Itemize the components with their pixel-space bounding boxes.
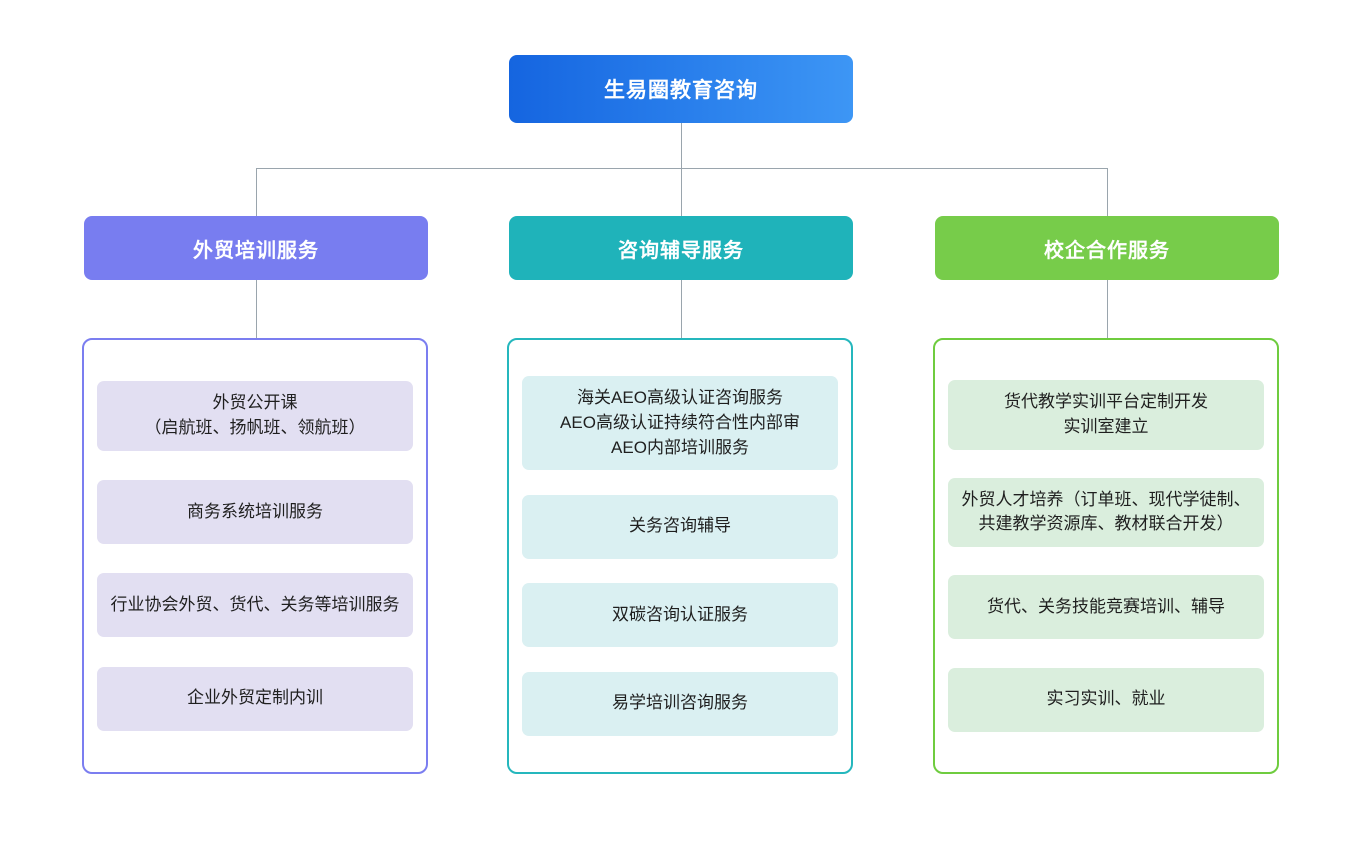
item-card[interactable]: 外贸人才培养（订单班、现代学徒制、共建教学资源库、教材联合开发） [948, 477, 1264, 548]
category-header-1[interactable]: 咨询辅导服务 [509, 216, 853, 280]
item-card-label: 企业外贸定制内训 [187, 688, 323, 708]
item-card-label: 关务咨询辅导 [629, 516, 731, 536]
root-node[interactable]: 生易圈教育咨询 [509, 55, 853, 123]
item-card-label: 货代、关务技能竞赛培训、辅导 [987, 597, 1225, 617]
item-card-label: 实习实训、就业 [1046, 689, 1166, 709]
item-card[interactable]: 外贸公开课 （启航班、扬帆班、领航班） [97, 381, 413, 451]
root-node-label: 生易圈教育咨询 [604, 79, 758, 102]
item-card[interactable]: 关务咨询辅导 [522, 494, 838, 559]
item-card-label: 行业协会外贸、货代、关务等培训服务 [110, 594, 400, 614]
item-card[interactable]: 货代教学实训平台定制开发 实训室建立 [948, 380, 1264, 450]
item-card-label: 外贸人才培养（订单班、现代学徒制、共建教学资源库、教材联合开发） [961, 489, 1251, 534]
item-card[interactable]: 双碳咨询认证服务 [522, 583, 838, 648]
connector-col1-header-to-items [681, 280, 682, 338]
connector-col2-header-to-items [1107, 280, 1108, 338]
category-header-0[interactable]: 外贸培训服务 [84, 216, 428, 280]
item-card[interactable]: 企业外贸定制内训 [97, 666, 413, 731]
category-header-0-label: 外贸培训服务 [193, 239, 319, 262]
category-header-2[interactable]: 校企合作服务 [935, 216, 1279, 280]
connector-col0-header-to-items [256, 280, 257, 338]
connector-root-down [681, 123, 682, 168]
item-container-2: 货代教学实训平台定制开发 实训室建立 外贸人才培养（订单班、现代学徒制、共建教学… [933, 338, 1279, 774]
item-card-label: 货代教学实训平台定制开发 实训室建立 [1004, 392, 1208, 436]
connector-bus-to-col0 [256, 168, 257, 216]
connector-bus-to-col2 [1107, 168, 1108, 216]
item-container-0: 外贸公开课 （启航班、扬帆班、领航班） 商务系统培训服务 行业协会外贸、货代、关… [82, 338, 428, 774]
item-container-1: 海关AEO高级认证咨询服务 AEO高级认证持续符合性内部审 AEO内部培训服务 … [507, 338, 853, 774]
item-card-label: 双碳咨询认证服务 [612, 604, 748, 624]
item-card[interactable]: 行业协会外贸、货代、关务等培训服务 [97, 573, 413, 638]
item-card[interactable]: 货代、关务技能竞赛培训、辅导 [948, 575, 1264, 640]
connector-bus-to-col1 [681, 168, 682, 216]
item-card[interactable]: 海关AEO高级认证咨询服务 AEO高级认证持续符合性内部审 AEO内部培训服务 [522, 376, 838, 471]
item-card-label: 商务系统培训服务 [187, 501, 323, 521]
category-header-2-label: 校企合作服务 [1044, 239, 1170, 262]
item-card[interactable]: 商务系统培训服务 [97, 479, 413, 544]
item-card[interactable]: 易学培训咨询服务 [522, 671, 838, 736]
item-card-label: 海关AEO高级认证咨询服务 AEO高级认证持续符合性内部审 AEO内部培训服务 [560, 388, 800, 457]
item-card-label: 外贸公开课 （启航班、扬帆班、领航班） [144, 393, 366, 437]
item-card-label: 易学培训咨询服务 [612, 693, 748, 713]
item-card[interactable]: 实习实训、就业 [948, 667, 1264, 732]
category-header-1-label: 咨询辅导服务 [618, 239, 744, 262]
